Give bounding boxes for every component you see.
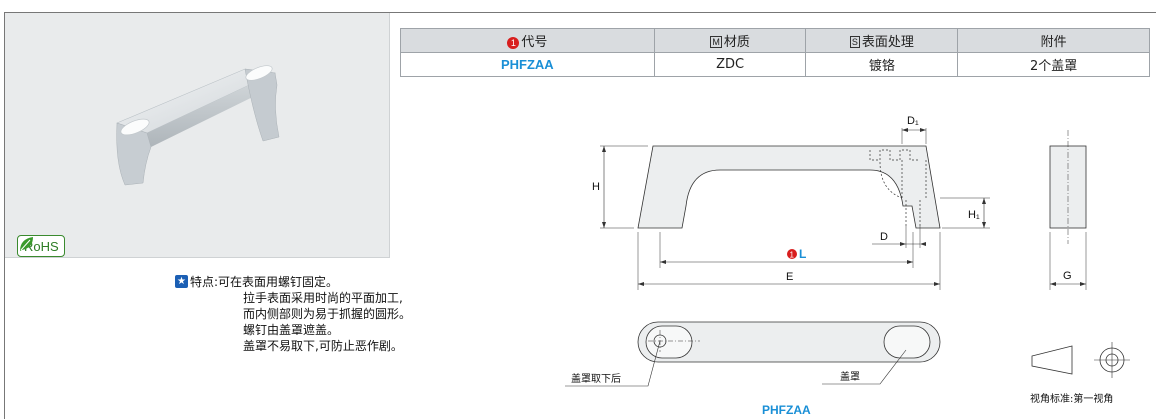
cell-surface: 镀铬 [805,52,959,77]
dim-d-label: D [880,231,888,243]
label-cover: 盖罩 [840,370,860,383]
features-block: ★ 特点: 可在表面用螺钉固定。 拉手表面采用时尚的平面加工, 而内侧部则为易于… [175,274,411,354]
feature-line: 而内侧部则为易于抓握的圆形。 [243,307,412,321]
material-box-icon: M [710,36,722,48]
leaf-icon [20,237,33,251]
feature-line: 可在表面用螺钉固定。 [218,275,339,289]
dim-e-label: E [786,271,793,283]
cell-code: PHFZAA [400,52,655,77]
view-standard-label: 视角标准:第一视角 [1030,392,1113,405]
outer-frame [4,12,1156,419]
feature-line: 螺钉由盖罩遮盖。 [243,323,340,337]
rohs-label: RoHS [24,238,59,254]
product-photo-panel: RoHS [5,13,390,258]
star-icon: ★ [175,275,188,288]
dim-d1-label: D₁ [907,115,919,127]
marker-1-icon [787,249,797,259]
feature-line: 拉手表面采用时尚的平面加工, [243,291,403,305]
drawing-caption: PHFZAA [762,403,811,417]
label-cover-removed: 盖罩取下后 [571,372,621,385]
product-photo [116,65,280,186]
dim-h1-label: H₁ [968,209,980,221]
cell-accessory: 2个盖罩 [957,52,1150,77]
marker-1-icon: 1 [507,37,520,49]
rohs-badge: RoHS [17,235,65,257]
feature-line: 盖罩不易取下,可防止恶作剧。 [243,339,403,353]
dim-h-label: H [592,181,600,193]
cell-material: ZDC [653,52,807,77]
surface-box-icon: S [849,36,860,48]
table-row: PHFZAA ZDC 镀铬 2个盖罩 [400,52,1150,77]
marker-1-num: 1 [790,251,795,260]
dim-g-label: G [1063,270,1072,282]
features-title: 特点: [190,275,219,289]
dim-l-label: L [799,247,806,261]
